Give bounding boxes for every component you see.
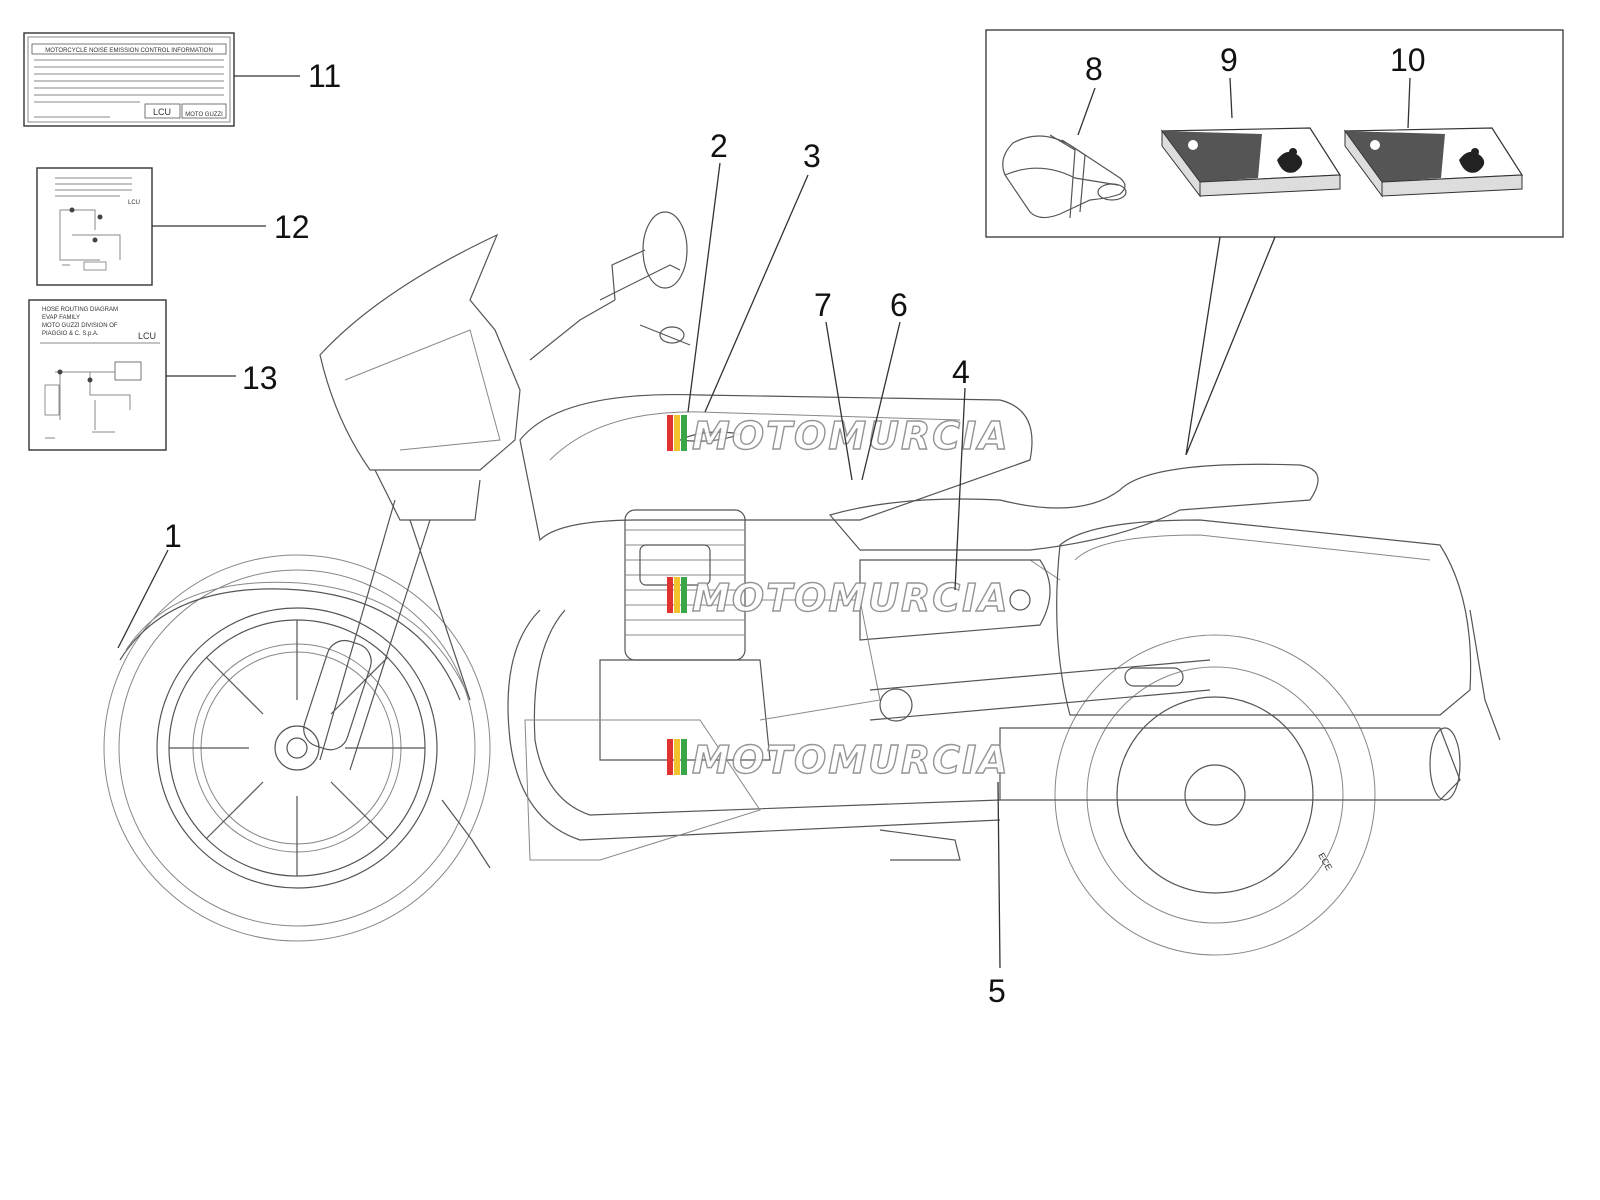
- watermark-text-3: MOTOMURCIA: [692, 738, 1010, 782]
- watermark-text-2: MOTOMURCIA: [692, 576, 1010, 620]
- callout-10: 10: [1390, 42, 1426, 78]
- callout-7: 7: [814, 287, 832, 323]
- hose-routing-label: HOSE ROUTING DIAGRAM EVAP FAMILY MOTO GU…: [28, 299, 167, 451]
- label-12-code: LCU: [128, 200, 140, 206]
- watermark-3: MOTOMURCIA: [667, 737, 1010, 783]
- leader-4: [954, 387, 966, 591]
- owner-manual-book-10: [1343, 127, 1524, 198]
- watermark-text-1: MOTOMURCIA: [692, 414, 1010, 458]
- owner-manual-kit-box: [985, 29, 1564, 238]
- label-13-line-2: EVAP FAMILY: [42, 315, 80, 321]
- callout-1: 1: [164, 518, 182, 554]
- watermark-2: MOTOMURCIA: [667, 575, 1010, 621]
- callout-2: 2: [710, 128, 728, 164]
- leader-kit: [1185, 236, 1276, 456]
- vacuum-hose-label: LCU: [36, 167, 153, 286]
- tool-pouch: [1002, 134, 1127, 219]
- leader-1: [117, 549, 169, 649]
- callout-8: 8: [1085, 51, 1103, 87]
- callout-11: 11: [308, 58, 341, 94]
- label-13-code: LCU: [138, 331, 156, 341]
- leader-6: [861, 321, 901, 481]
- leader-3: [704, 174, 809, 413]
- engine: [599, 509, 881, 761]
- label-13-line-1: HOSE ROUTING DIAGRAM: [42, 307, 118, 313]
- owner-manual-book-9: [1160, 127, 1342, 198]
- front-wheel: [103, 554, 491, 942]
- callout-12: 12: [274, 209, 310, 245]
- saddlebag: [1056, 519, 1472, 716]
- callout-5: 5: [988, 973, 1006, 1009]
- callout-6: 6: [890, 287, 908, 323]
- label-11-brand: MOTO GUZZI: [185, 112, 223, 118]
- leader-7: [825, 321, 853, 481]
- motorcycle-drawing: ECE: [103, 211, 1501, 956]
- callout-3: 3: [803, 138, 821, 174]
- label-13-line-4: PIAGGIO & C. S.p.A.: [42, 331, 99, 337]
- watermark-1: MOTOMURCIA: [667, 413, 1010, 459]
- leader-5: [997, 781, 1001, 969]
- noise-emission-label: MOTORCYCLE NOISE EMISSION CONTROL INFORM…: [23, 32, 235, 127]
- callout-13: 13: [242, 360, 278, 396]
- leader-10: [1407, 77, 1411, 129]
- leader-9: [1229, 77, 1233, 119]
- leader-8: [1077, 87, 1096, 136]
- label-11-title: MOTORCYCLE NOISE EMISSION CONTROL INFORM…: [45, 48, 213, 54]
- callout-9: 9: [1220, 42, 1238, 78]
- label-13-line-3: MOTO GUZZI DIVISION OF: [42, 323, 118, 329]
- rear-wheel: ECE: [1054, 634, 1376, 956]
- callout-4: 4: [952, 354, 970, 390]
- leader-2: [687, 162, 721, 413]
- label-11-code: LCU: [153, 107, 171, 117]
